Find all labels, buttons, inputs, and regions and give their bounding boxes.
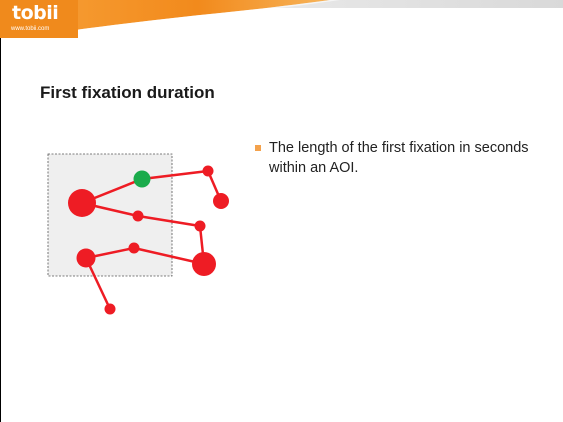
fixation-point xyxy=(213,193,229,209)
header-bar: tobii www.tobii.com xyxy=(0,0,563,38)
fixation-diagram xyxy=(47,153,229,315)
slide-title: First fixation duration xyxy=(40,83,215,102)
fixation-point xyxy=(192,252,216,276)
logo-wordmark: tobii xyxy=(12,2,59,24)
fixation-point xyxy=(194,220,206,232)
fixation-point xyxy=(202,165,214,177)
saccade-line xyxy=(141,169,209,181)
bullet-square-icon xyxy=(255,145,261,151)
bullet-text: The length of the first fixation in seco… xyxy=(269,140,529,176)
fixation-point xyxy=(132,210,144,222)
slide-left-border xyxy=(0,38,1,422)
fixation-point xyxy=(104,303,116,315)
fixation-point xyxy=(76,248,96,268)
saccade-line xyxy=(137,214,201,228)
aoi-box xyxy=(47,153,173,277)
first-fixation-point xyxy=(133,170,151,188)
header-swoosh xyxy=(0,0,563,38)
fixation-point xyxy=(68,189,96,217)
logo-url: www.tobii.com xyxy=(11,26,50,32)
fixation-point xyxy=(128,242,140,254)
tobii-logo: tobii www.tobii.com xyxy=(6,2,70,36)
